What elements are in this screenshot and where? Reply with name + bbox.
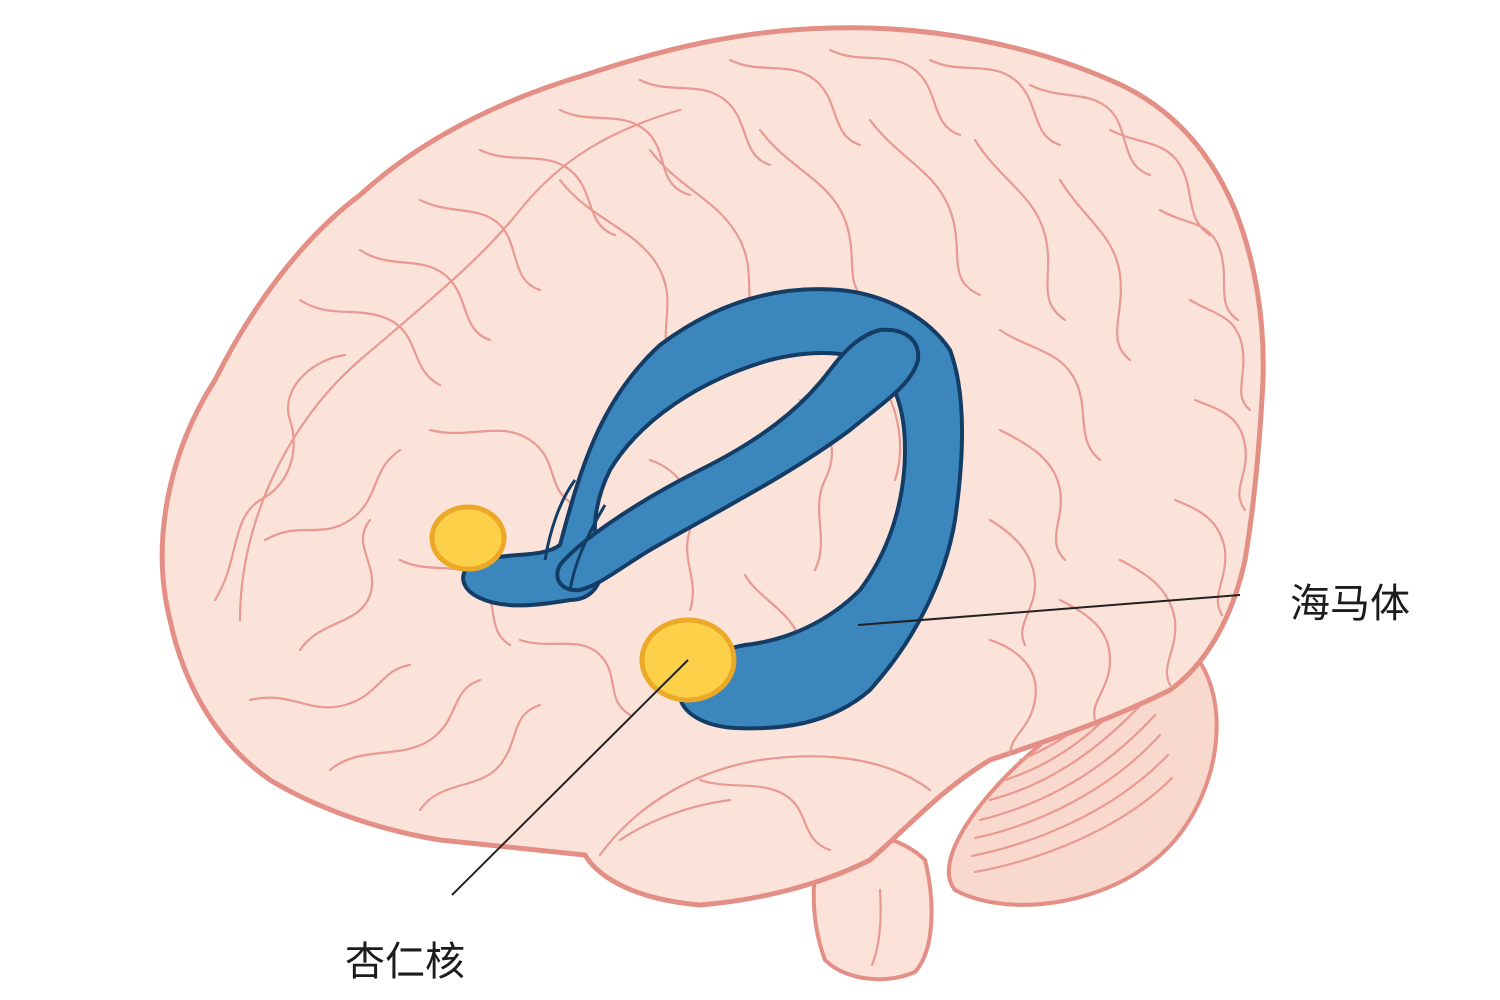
cerebellum — [946, 638, 1219, 907]
hippocampus-label: 海马体 — [1290, 581, 1410, 627]
amygdala-left — [429, 504, 507, 572]
hippocampus-leader-line — [857, 594, 1241, 626]
amygdala-label: 杏仁核 — [345, 939, 465, 985]
amygdala-leader-line — [451, 659, 689, 896]
fornix-column — [555, 327, 921, 593]
